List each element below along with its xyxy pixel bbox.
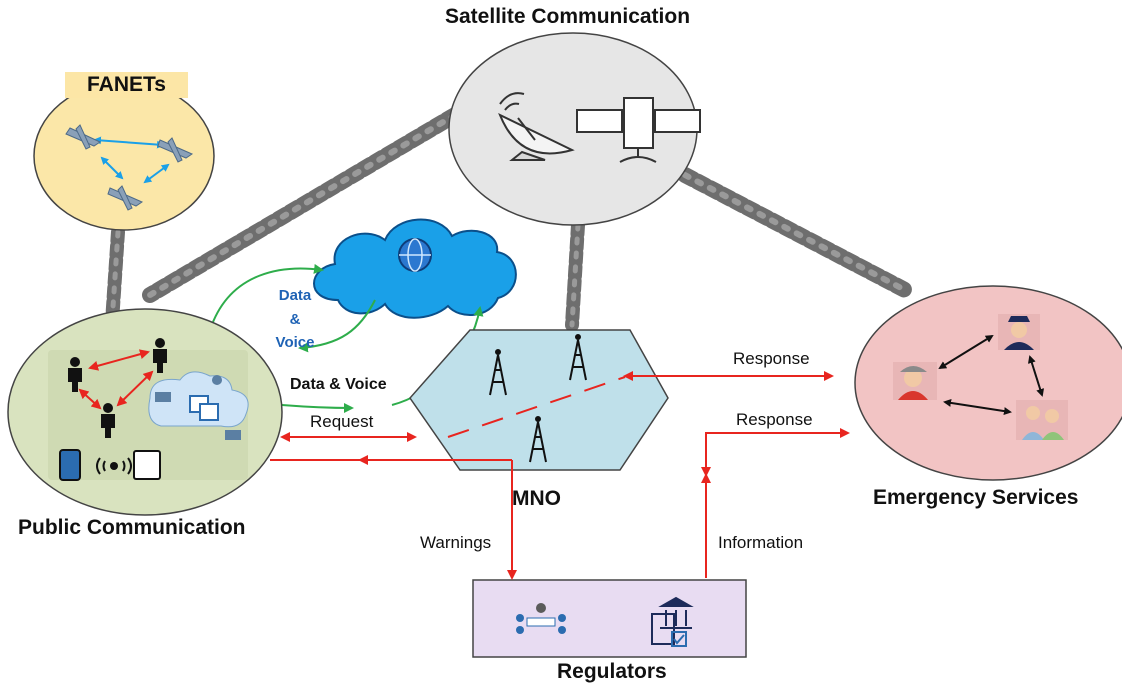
- fanets-links: [93, 136, 170, 184]
- firefighter-icon: [893, 362, 937, 400]
- public-communication-label: Public Communication: [18, 516, 246, 539]
- cell-tower-icon: [489, 334, 587, 463]
- fanets-label: FANETs: [65, 72, 188, 98]
- tether-links: [105, 107, 913, 332]
- regulators-node: [472, 579, 747, 658]
- meeting-icon: [516, 603, 566, 634]
- warnings-label: Warnings: [420, 533, 492, 552]
- information-label: Information: [718, 533, 804, 552]
- smart-devices-icon: [148, 371, 249, 440]
- mno-label: MNO: [512, 487, 561, 510]
- signal-arrows: [270, 371, 850, 580]
- response-lower-label: Response: [736, 410, 813, 429]
- data-voice-lower-label: Data & Voice: [290, 376, 387, 393]
- data-voice-upper-label-line3: Voice: [275, 334, 315, 351]
- internet-cloud: [313, 218, 517, 319]
- satellite-icon: [576, 97, 701, 163]
- response-lower-arrow: [701, 428, 850, 477]
- satellite-dish-icon: [498, 92, 575, 161]
- drone-icon: [65, 124, 194, 211]
- medical-staff-icon: [1016, 400, 1068, 440]
- person-icon: [68, 338, 167, 438]
- police-icon: [998, 314, 1040, 350]
- request-label: Request: [310, 412, 374, 431]
- data-voice-upper-label-line2: &: [289, 311, 301, 328]
- response-upper-label: Response: [733, 349, 810, 368]
- satellite-label: Satellite Communication: [445, 5, 691, 28]
- regulators-label: Regulators: [557, 660, 667, 683]
- data-voice-upper-label-line1: Data: [278, 287, 312, 304]
- mobile-devices-icon: [59, 449, 161, 481]
- government-building-icon: [651, 596, 694, 647]
- mno-node: [409, 329, 669, 471]
- peer-links: [78, 349, 154, 410]
- emergency-services-label: Emergency Services: [873, 486, 1079, 509]
- emergency-links: [938, 334, 1045, 416]
